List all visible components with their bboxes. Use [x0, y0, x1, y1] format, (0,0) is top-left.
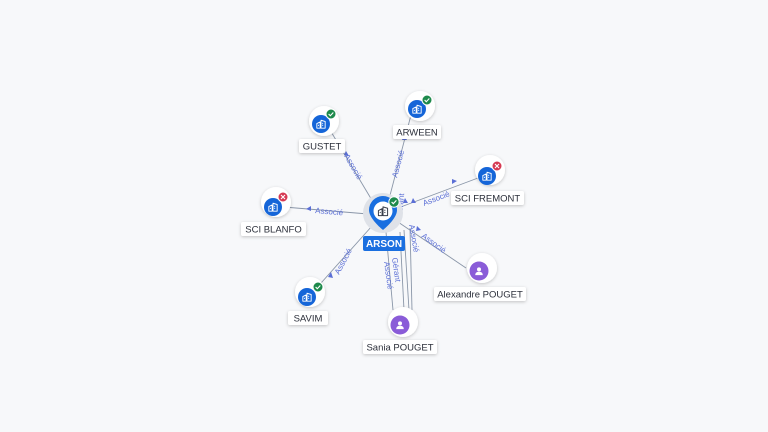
edge-label-alexandre-pouget: Associé: [420, 231, 448, 255]
arrow-sci-blanfo: [306, 206, 311, 211]
check-icon: [315, 285, 321, 290]
check-icon: [424, 98, 430, 103]
arrow-gustet: [344, 151, 349, 156]
node-savim[interactable]: SAVIM: [288, 277, 328, 325]
node-label-bg: [299, 139, 345, 153]
check-icon: [391, 199, 397, 205]
node-label-bg: [241, 222, 306, 236]
valid-badge: [388, 196, 400, 208]
edge-label-sci-blanfo: Associé: [315, 206, 344, 217]
edge-alexandre-pouget[interactable]: [397, 221, 467, 269]
close-icon: [280, 194, 286, 200]
edge-label-sania-1: Gérant: [390, 257, 402, 283]
valid-badge: [312, 281, 324, 293]
edge-label-gustet: Associé: [342, 153, 364, 182]
center-node-arson[interactable]: ARSON: [363, 193, 405, 251]
node-sania-pouget[interactable]: Sania POUGET: [363, 307, 437, 354]
arrow-sania-2: [411, 198, 416, 203]
node-label-bg: [451, 191, 524, 205]
node-sci-fremont[interactable]: SCI FREMONT: [451, 155, 524, 205]
edge-savim[interactable]: [312, 225, 373, 293]
center-label: ARSON: [366, 239, 402, 250]
node-label: GUSTET: [303, 142, 342, 153]
node-label: ARWEEN: [396, 128, 438, 139]
node-arween[interactable]: ARWEEN: [393, 91, 441, 139]
edge-sci-blanfo[interactable]: [283, 206, 369, 215]
node-label: SAVIM: [294, 314, 323, 325]
center-label-bg: [363, 236, 405, 251]
edge-label-sci-fremont: Associé: [421, 189, 451, 208]
node-label: SCI FREMONT: [455, 194, 521, 205]
node-label-bg: [288, 311, 328, 325]
node-label: Sania POUGET: [366, 343, 433, 354]
arrow-alexandre: [416, 226, 421, 231]
node-alexandre-pouget[interactable]: Alexandre POUGET: [434, 253, 526, 301]
edge-label-savim: Associé: [333, 246, 354, 275]
arrow-sania: [403, 198, 408, 203]
arrow-savim: [328, 272, 333, 278]
valid-badge: [421, 94, 433, 106]
node-label-bg: [363, 340, 437, 354]
arrow-sci-fremont: [452, 179, 457, 184]
edge-label-sania-2: Associé: [382, 261, 395, 291]
node-label: SCI BLANFO: [245, 225, 302, 236]
valid-badge: [325, 108, 337, 120]
node-sci-blanfo[interactable]: SCI BLANFO: [241, 187, 306, 236]
check-icon: [328, 112, 334, 117]
node-gustet[interactable]: GUSTET: [299, 106, 345, 153]
edge-sania-4[interactable]: [409, 227, 413, 311]
edge-label-arween: Associé: [390, 149, 406, 179]
node-label-bg: [393, 125, 441, 139]
node-label: Alexandre POUGET: [437, 290, 523, 301]
node-label-bg: [434, 287, 526, 301]
close-icon: [494, 163, 500, 169]
